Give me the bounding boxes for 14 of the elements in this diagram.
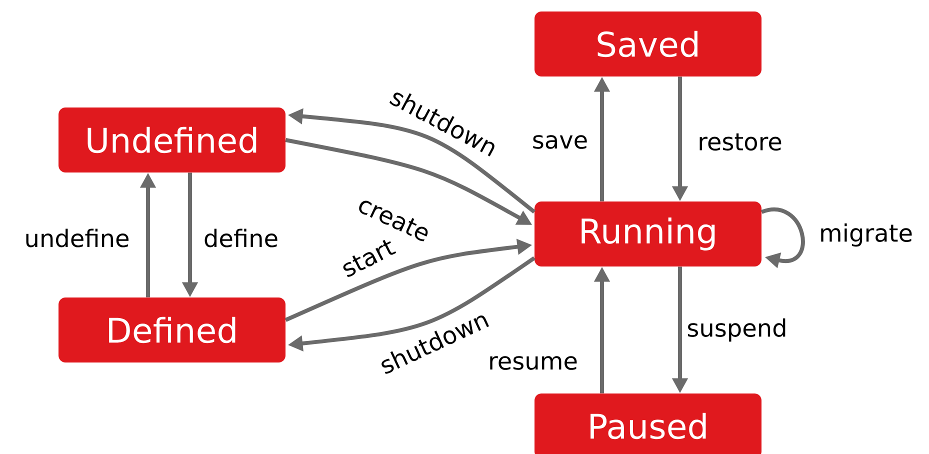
state-box: Saved — [534, 12, 762, 76]
edge-label: restore — [700, 133, 782, 151]
arrow — [761, 208, 805, 268]
edge-label: migrate — [821, 223, 912, 247]
edge-label: save — [533, 135, 587, 149]
edge-label: define — [204, 228, 278, 248]
edge-label: resume — [490, 356, 577, 370]
edge-label: undefine — [26, 228, 128, 248]
edge-label: suspend — [688, 318, 786, 342]
state-box: Defined — [58, 298, 286, 362]
state-box: Running — [534, 202, 762, 266]
state-box: Undefined — [58, 108, 286, 172]
state-box: Paused — [534, 394, 762, 454]
edge-label: start — [343, 240, 396, 277]
